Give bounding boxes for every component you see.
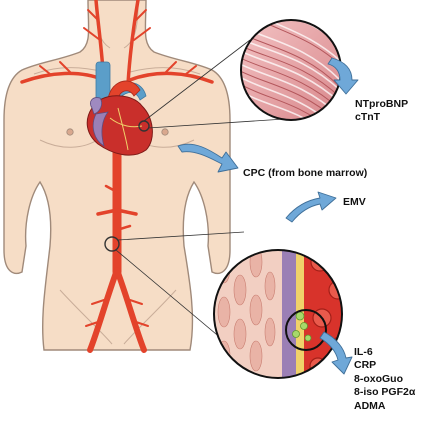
heart-zoom-line-bottom	[147, 117, 301, 129]
mesenteric-branch	[104, 184, 132, 232]
renal-right	[115, 208, 138, 216]
cardiac-muscle-magnified	[240, 19, 342, 121]
groin-line-left	[59, 289, 113, 345]
arrow-heart-markers	[327, 57, 359, 95]
branch-shoulder-left	[39, 61, 71, 75]
heart	[86, 80, 153, 156]
muscle-circle-bg	[241, 20, 341, 120]
vessel-marker-crp: CRP	[354, 359, 377, 371]
flow-arrows	[177, 57, 359, 375]
nipple-right	[161, 128, 169, 136]
pelvic-branch-right	[129, 299, 149, 327]
iliac-right	[114, 267, 147, 353]
left-atrium	[90, 97, 102, 115]
nipple-left	[66, 128, 74, 136]
iliac-left	[87, 267, 120, 353]
vessel-marker-adma: ADMA	[354, 400, 386, 412]
branch-neck-right	[133, 9, 151, 41]
arrow-cpc	[177, 143, 239, 173]
clavicle-right	[129, 67, 201, 75]
vessel-marker-il6: IL-6	[354, 346, 373, 358]
endothelial-microvesicles	[292, 311, 312, 342]
renal-left	[96, 208, 119, 216]
heart-marker-ntprobnp: NTproBNP	[355, 98, 409, 110]
right-atrium	[92, 111, 109, 147]
aorta-zoom-line-top	[117, 231, 245, 241]
cpc-label: CPC (from bone marrow)	[243, 167, 368, 179]
subclavian-right	[128, 71, 214, 84]
vessel-marker-8iso-pgf2a: 8-iso PGF2α	[354, 386, 416, 398]
heart-marker-ctnt: cTnT	[355, 111, 381, 123]
vessel-focus-ring	[285, 309, 327, 351]
vessel-marker-8oxoguo: 8-oxoGuo	[354, 373, 403, 385]
heart-zoom-line-top	[143, 39, 251, 122]
arrow-vessel-markers	[319, 331, 353, 375]
branch-shoulder-right	[165, 61, 197, 75]
arrow-emv	[285, 191, 337, 223]
branch-neck-left	[83, 9, 101, 41]
pelvic-branch-left	[85, 299, 105, 327]
vessel-circle-border	[213, 249, 343, 379]
aorta-zoom-target	[104, 236, 120, 252]
carotid-right	[126, 0, 140, 86]
emv-label: EMV	[343, 196, 366, 208]
heart-body	[86, 95, 153, 156]
